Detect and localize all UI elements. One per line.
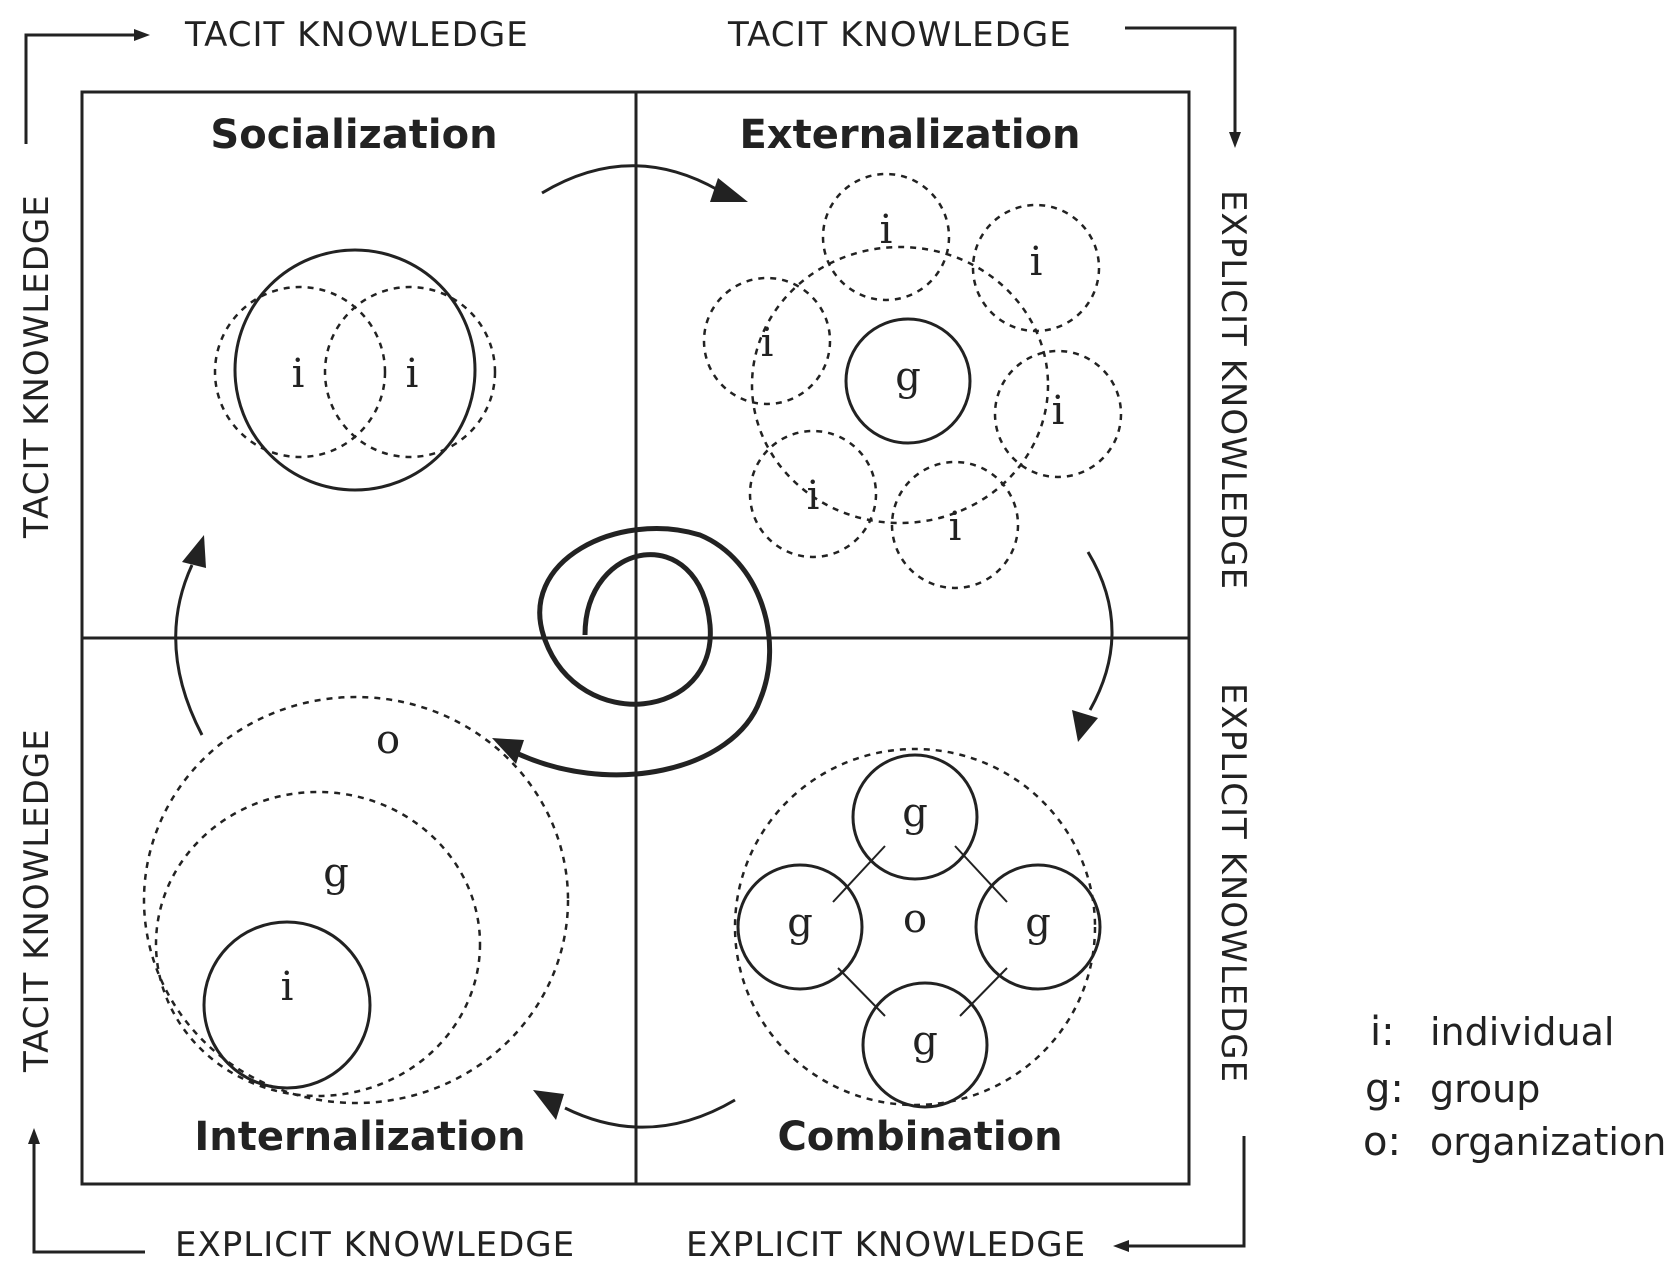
quadrant-title-socialization: Socialization [210, 112, 497, 158]
externalization-cluster: i i i i i i g [702, 172, 1123, 590]
corner-arrow-top-right [1125, 26, 1241, 148]
organization-label: o [903, 896, 927, 942]
quadrant-title-externalization: Externalization [739, 112, 1080, 158]
edge-label-top-right: TACIT KNOWLEDGE [727, 15, 1072, 55]
cycle-arrow-combination-to-internalization [533, 1090, 736, 1129]
edge-label-left-bottom: TACIT KNOWLEDGE [17, 728, 57, 1073]
individual-label: i [807, 473, 820, 519]
corner-arrow-bottom-right [1113, 1136, 1246, 1252]
corner-arrow-bottom-left [28, 1128, 145, 1254]
individual-label: i [880, 207, 893, 253]
quadrant-title-combination: Combination [777, 1114, 1062, 1160]
individual-label: i [1030, 239, 1043, 285]
organization-label: o [376, 717, 400, 763]
group-label: g [323, 850, 349, 896]
legend-item-individual: i: individual [1370, 1009, 1614, 1055]
edge-label-bottom-right: EXPLICIT KNOWLEDGE [686, 1225, 1086, 1265]
edge-label-left-top: TACIT KNOWLEDGE [17, 194, 57, 539]
group-label: g [895, 354, 921, 400]
legend-item-organization: o: organization [1363, 1119, 1666, 1165]
legend-key: g: [1365, 1066, 1404, 1112]
internalization-cluster: o g i [142, 695, 570, 1105]
group-label: g [1025, 900, 1051, 946]
edge-label-bottom-left: EXPLICIT KNOWLEDGE [175, 1225, 575, 1265]
knowledge-spiral [492, 526, 773, 778]
group-label: g [902, 790, 928, 836]
individual-label: i [1052, 388, 1065, 434]
corner-arrow-top-left [24, 29, 150, 144]
legend-text: individual [1430, 1010, 1614, 1054]
legend-item-group: g: group [1365, 1066, 1540, 1112]
edge-label-right-bottom: EXPLICIT KNOWLEDGE [1213, 683, 1253, 1083]
legend: i: individual g: group o: organization [1363, 1009, 1666, 1165]
legend-key: i: [1370, 1009, 1395, 1055]
edge-label-top-left: TACIT KNOWLEDGE [184, 15, 529, 55]
cycle-arrow-internalization-to-socialization [174, 535, 206, 736]
group-label: g [787, 900, 813, 946]
individual-label: i [406, 351, 419, 397]
cycle-arrow-socialization-to-externalization [541, 164, 748, 202]
legend-text: organization [1430, 1120, 1666, 1164]
legend-text: group [1430, 1067, 1540, 1111]
socialization-cluster: i i [213, 248, 497, 492]
individual-label: i [761, 320, 774, 366]
legend-key: o: [1363, 1119, 1401, 1165]
quadrant-title-internalization: Internalization [194, 1114, 525, 1160]
individual-label: i [949, 504, 962, 550]
combination-cluster: g g g g o [733, 747, 1102, 1109]
individual-label: i [292, 351, 305, 397]
group-label: g [912, 1018, 938, 1064]
edge-label-right-top: EXPLICIT KNOWLEDGE [1213, 190, 1253, 590]
cycle-arrow-externalization-to-combination [1072, 551, 1114, 742]
individual-label: i [281, 964, 294, 1010]
